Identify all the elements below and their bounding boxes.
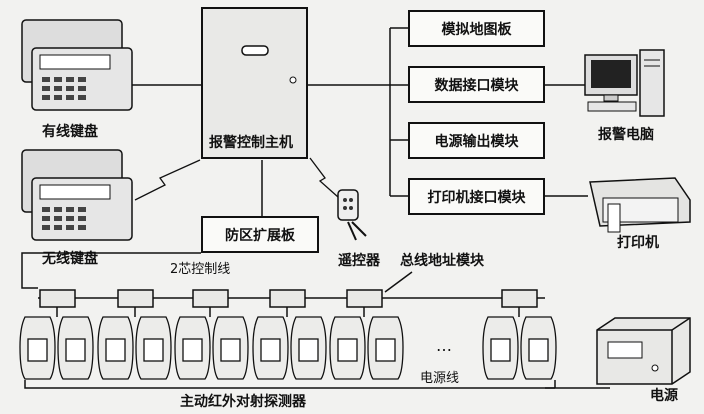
- module-power-output: 电源输出模块: [408, 122, 545, 159]
- power-supply-label: 电源: [650, 388, 678, 404]
- wireless-keyboard-label: 无线键盘: [42, 251, 98, 267]
- zone-board-box: 防区扩展板: [201, 216, 319, 253]
- alarm-pc-icon: [584, 49, 665, 117]
- remote-label: 遥控器: [338, 253, 380, 269]
- alarm-host-icon: [201, 7, 308, 159]
- power-supply-icon: [596, 317, 691, 385]
- wired-keyboard-label: 有线键盘: [42, 124, 98, 140]
- module-printer-interface: 打印机接口模块: [408, 178, 545, 215]
- printer-label: 打印机: [617, 235, 659, 251]
- printer-icon: [589, 177, 691, 233]
- detector-icons: [19, 316, 557, 380]
- wireless-keyboard-icon: [21, 149, 133, 241]
- module-map-board: 模拟地图板: [408, 10, 545, 47]
- main-host-label: 报警控制主机: [209, 135, 293, 151]
- alarm-pc-label: 报警电脑: [598, 127, 654, 143]
- module-data-interface: 数据接口模块: [408, 66, 545, 103]
- wired-keyboard-icon: [21, 19, 133, 111]
- detector-label: 主动红外对射探测器: [180, 394, 306, 410]
- ellipsis-text: …: [436, 336, 452, 355]
- power-line-label: 电源线: [420, 371, 460, 386]
- bus-module-label: 总线地址模块: [400, 253, 484, 269]
- two-core-line-label: 2芯控制线: [170, 262, 231, 277]
- remote-icon: [337, 189, 367, 241]
